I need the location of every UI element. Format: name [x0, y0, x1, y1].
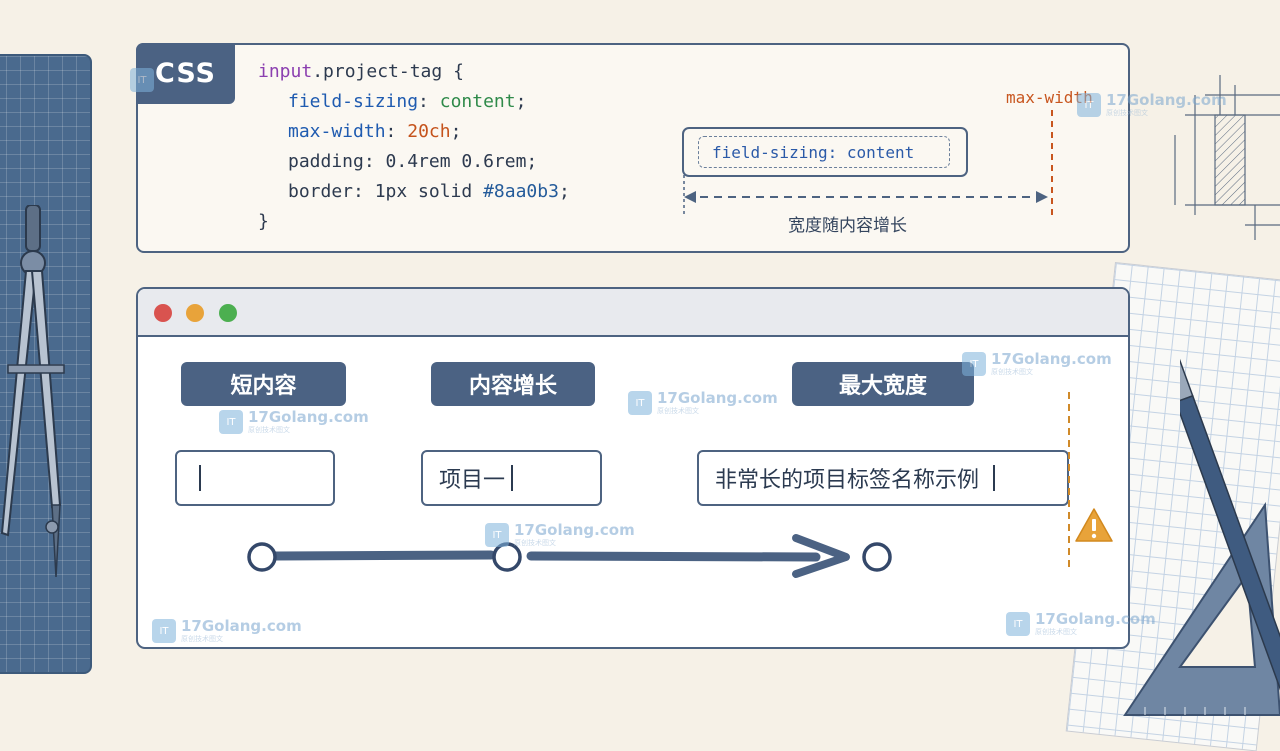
watermark-text: 17Golang.com	[1106, 91, 1227, 109]
watermark-subtext: 原创技术图文	[657, 407, 699, 415]
watermark-subtext: 原创技术图文	[1035, 628, 1077, 636]
code-prop: field-sizing	[288, 91, 419, 112]
watermark: IT	[130, 68, 154, 92]
code-selector-class: .project-tag {	[312, 61, 464, 82]
compass-icon	[0, 205, 65, 578]
label-content-growth: 内容增长	[431, 362, 595, 406]
growth-dimension-arrow	[683, 110, 1053, 220]
max-width-label: max-width	[1006, 88, 1093, 107]
code-line-close: }	[258, 211, 269, 232]
watermark-subtext: 原创技术图文	[1106, 109, 1148, 117]
code-value: 20ch	[407, 121, 451, 142]
label-short-content: 短内容	[181, 362, 346, 406]
code-prop: max-width	[288, 121, 386, 142]
watermark-text: 17Golang.com	[514, 521, 635, 539]
pencil-icon	[1180, 338, 1280, 714]
watermark-logo-icon: IT	[485, 523, 509, 547]
growth-flow-arrow	[247, 534, 892, 578]
watermark-subtext: 原创技术图文	[181, 635, 223, 643]
input-growing[interactable]: 项目一	[421, 450, 602, 506]
watermark-logo-icon: IT	[1077, 93, 1101, 117]
input-short[interactable]	[175, 450, 335, 506]
watermark-text: 17Golang.com	[991, 350, 1112, 368]
code-line-selector: input.project-tag {	[258, 57, 464, 87]
code-line-field-sizing: field-sizing: content;	[288, 91, 527, 112]
close-dot[interactable]	[154, 304, 172, 322]
code-selector-keyword: input	[258, 61, 313, 82]
technical-drawing	[1174, 75, 1280, 240]
watermark-logo-icon: IT	[628, 391, 652, 415]
text-caret	[199, 465, 201, 491]
browser-title-bar	[138, 289, 1128, 337]
watermark-text: 17Golang.com	[181, 617, 302, 635]
max-width-limit-line	[1068, 392, 1070, 570]
minimize-dot[interactable]	[186, 304, 204, 322]
warning-icon	[1075, 508, 1113, 542]
text-caret	[993, 465, 996, 491]
watermark-logo-icon: IT	[1006, 612, 1030, 636]
watermark-logo-icon: IT	[130, 68, 154, 92]
watermark-logo-icon: IT	[152, 619, 176, 643]
input-text: 项目一	[439, 468, 506, 493]
watermark-text: 17Golang.com	[657, 389, 778, 407]
watermark-subtext: 原创技术图文	[991, 368, 1033, 376]
code-line-max-width: max-width: 20ch;	[288, 121, 462, 142]
code-prop: border: 1px solid	[288, 181, 484, 202]
input-text: 非常长的项目标签名称示例	[715, 468, 980, 493]
watermark-text: 17Golang.com	[248, 408, 369, 426]
watermark-logo-icon: IT	[219, 410, 243, 434]
text-caret	[511, 465, 514, 491]
demo-input-content: field-sizing: content	[698, 136, 950, 168]
code-line-border: border: 1px solid #8aa0b3;	[288, 181, 570, 202]
watermark-subtext: 原创技术图文	[248, 426, 290, 434]
width-grows-label: 宽度随内容增长	[788, 216, 907, 236]
input-max-width[interactable]: 非常长的项目标签名称示例	[697, 450, 1069, 506]
code-value: content	[439, 91, 516, 112]
watermark-text: 17Golang.com	[1035, 610, 1156, 628]
maximize-dot[interactable]	[219, 304, 237, 322]
demo-input-box	[682, 127, 968, 177]
code-line-padding: padding: 0.4rem 0.6rem;	[288, 151, 538, 172]
watermark-subtext: 原创技术图文	[514, 539, 556, 547]
code-hex-value: #8aa0b3	[483, 181, 559, 202]
watermark-logo-icon: IT	[962, 352, 986, 376]
label-max-width: 最大宽度	[792, 362, 974, 406]
